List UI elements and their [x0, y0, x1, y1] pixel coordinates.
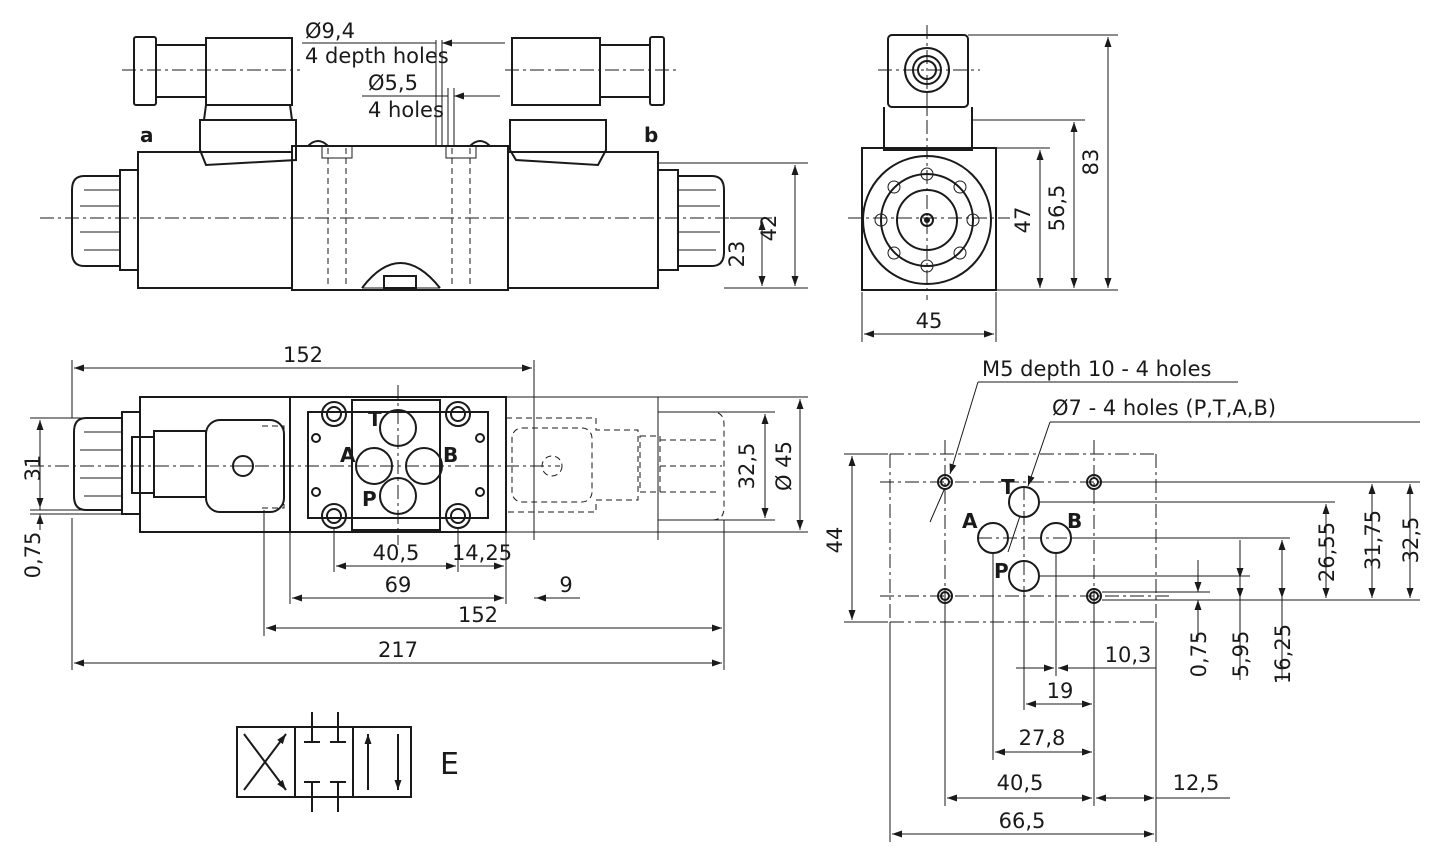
spool-code: E — [440, 747, 459, 782]
dim-face-40-5: 40,5 — [997, 771, 1044, 795]
dim-side-56-5: 56,5 — [1045, 185, 1069, 232]
dim-face-12-5: 12,5 — [1173, 771, 1220, 795]
dim-top-dia-45: Ø 45 — [772, 441, 796, 491]
dim-top-0-75: 0,75 — [21, 532, 45, 579]
top-port-p: P — [362, 487, 377, 511]
top-view: T A B P 31 0,75 32,5 Ø 45 15 — [21, 343, 808, 670]
holes-4-note: 4 holes — [368, 98, 444, 122]
mounting-face-view: T A B P M5 depth 10 - 4 holes Ø7 - 4 hol… — [823, 357, 1423, 842]
dim-top-69: 69 — [385, 573, 412, 597]
face-port-a: A — [962, 509, 978, 533]
dim-face-66-5: 66,5 — [999, 809, 1046, 833]
dim-top-14-25: 14,25 — [452, 541, 512, 565]
dim-face-32-5: 32,5 — [1399, 517, 1423, 564]
dim-top-31: 31 — [21, 455, 45, 482]
dim-face-26-55: 26,55 — [1315, 522, 1339, 582]
dim-face-0-75: 0,75 — [1187, 631, 1211, 678]
hydraulic-symbol: E — [236, 712, 459, 812]
port-a-label: a — [140, 123, 154, 147]
face-port-t: T — [1001, 475, 1015, 499]
hole-5-5-note: Ø5,5 — [368, 71, 418, 95]
dim-top-32-5: 32,5 — [735, 443, 759, 490]
dim-side-45: 45 — [916, 309, 943, 333]
face-port-b: B — [1067, 509, 1082, 533]
top-port-b: B — [443, 443, 458, 467]
ports-7-note: Ø7 - 4 holes (P,T,A,B) — [1052, 396, 1276, 420]
dim-face-16-25: 16,25 — [1271, 624, 1295, 684]
depth-holes-note: 4 depth holes — [305, 44, 449, 68]
top-port-a: A — [340, 443, 356, 467]
dim-top-9: 9 — [559, 573, 572, 597]
dim-front-23: 23 — [725, 241, 749, 268]
top-port-t: T — [368, 407, 382, 431]
dim-face-44: 44 — [823, 527, 847, 554]
hole-9-4-note: Ø9,4 — [305, 19, 355, 43]
side-view: 83 56,5 47 45 — [848, 25, 1118, 342]
dim-face-5-95: 5,95 — [1229, 631, 1253, 678]
dim-face-10-3: 10,3 — [1105, 643, 1152, 667]
dim-top-152-upper: 152 — [283, 343, 323, 367]
dim-top-152-lower: 152 — [458, 603, 498, 627]
dim-side-47: 47 — [1011, 207, 1035, 234]
dim-top-40-5: 40,5 — [373, 541, 420, 565]
dim-top-217: 217 — [378, 638, 418, 662]
dim-face-19: 19 — [1047, 679, 1074, 703]
dim-face-31-75: 31,75 — [1361, 510, 1385, 570]
dim-front-42: 42 — [757, 215, 781, 242]
port-b-label: b — [644, 123, 658, 147]
front-view: Ø9,4 4 depth holes Ø5,5 4 holes a b 42 2… — [40, 19, 808, 291]
dim-face-27-8: 27,8 — [1019, 726, 1066, 750]
dim-side-83: 83 — [1079, 149, 1103, 176]
m5-thread-note: M5 depth 10 - 4 holes — [982, 357, 1212, 381]
face-port-p: P — [994, 559, 1009, 583]
